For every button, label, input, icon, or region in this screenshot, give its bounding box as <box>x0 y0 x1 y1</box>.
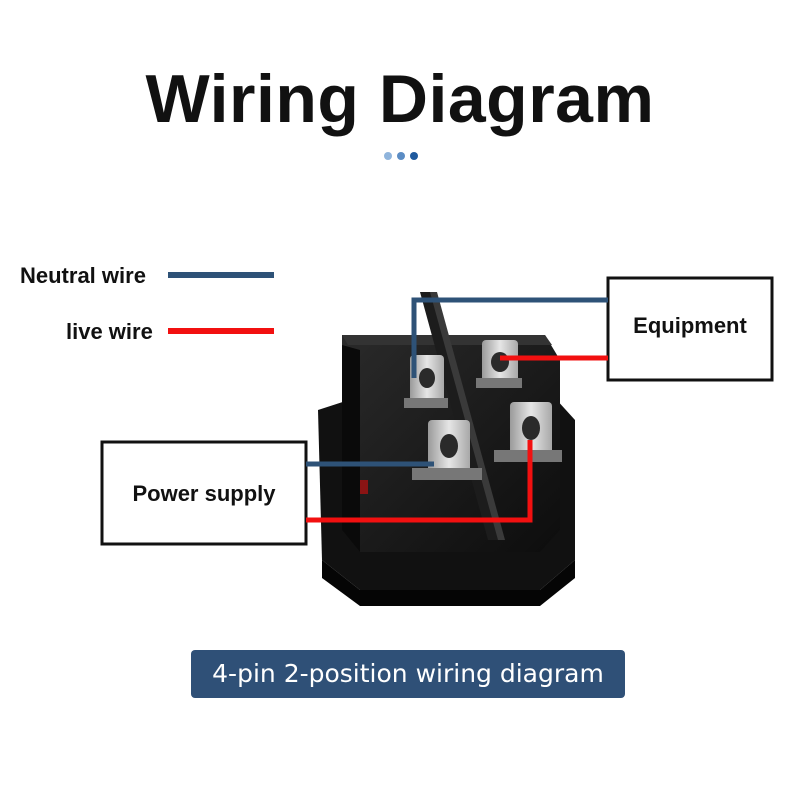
terminal-bottom-left <box>412 420 482 480</box>
rocker-switch <box>318 292 575 606</box>
dot-icon <box>384 152 392 160</box>
live-wire-label: live wire <box>66 319 153 344</box>
terminal-top-right <box>476 340 522 388</box>
equipment-box <box>606 276 774 382</box>
terminal-bottom-right <box>494 402 562 462</box>
power-supply-label: Power supply <box>132 481 276 506</box>
decorative-dots <box>384 152 434 162</box>
page-title: Wiring Diagram <box>145 61 655 137</box>
power-supply-box <box>100 440 308 546</box>
equipment-label: Equipment <box>633 313 747 338</box>
terminal-top-left <box>404 355 448 408</box>
caption-banner: 4-pin 2-position wiring diagram <box>191 650 625 698</box>
dot-icon <box>410 152 418 160</box>
neutral-wire-equipment <box>411 297 608 378</box>
live-wire-power <box>306 440 533 523</box>
dot-icon <box>397 152 405 160</box>
neutral-wire-label: Neutral wire <box>20 263 146 288</box>
